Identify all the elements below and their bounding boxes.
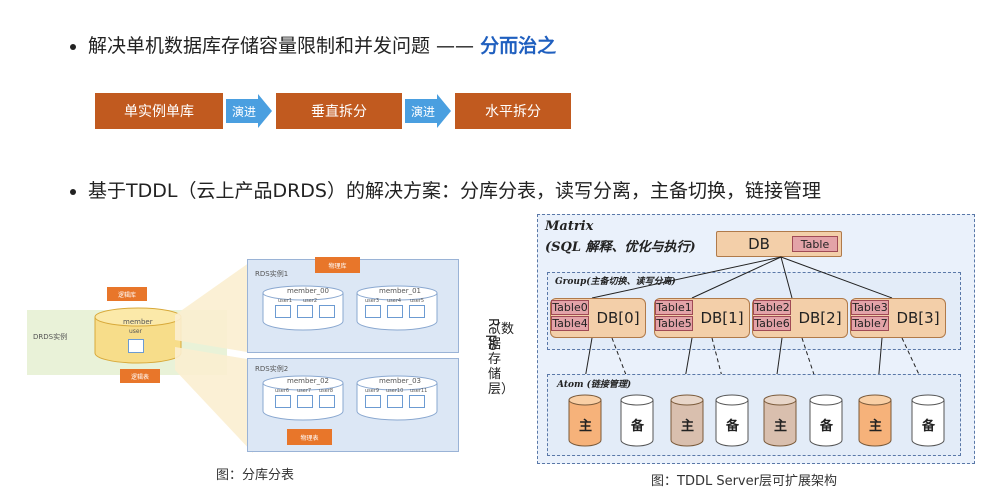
physical-table-icon	[297, 305, 313, 318]
primary-db-3	[858, 394, 892, 447]
rds-2-label: RDS实例2	[255, 365, 289, 373]
group-db-label: DB[3]	[896, 309, 940, 327]
atom-title: Atom (链接管理)	[557, 380, 632, 390]
arrow-right-icon	[405, 94, 451, 128]
sharding-figure: DRDS实例 member user 逻辑库 逻辑表 RDS实例1 物理库 me…	[25, 255, 465, 455]
backup-label: 备	[820, 419, 834, 434]
right-figure-caption: 图：TDDL Server层可扩展架构	[651, 474, 837, 489]
evolve-label: 演进	[411, 105, 436, 119]
user-label: user1	[278, 298, 293, 304]
physical-table-icon	[409, 395, 425, 408]
backup-db-2	[809, 394, 843, 447]
evolve-label: 演进	[232, 105, 257, 119]
physical-table-icon	[365, 305, 381, 318]
logic-db-tag: 逻辑库	[107, 287, 147, 301]
bullet-1-highlight: 分而治之	[480, 35, 557, 57]
user-label: user5	[410, 298, 425, 304]
group-table-tag: Table7	[851, 316, 889, 331]
member-00-label: member_00	[287, 287, 329, 295]
user-label: user2	[303, 298, 318, 304]
member-03-label: member_03	[379, 377, 421, 385]
user-label: user8	[319, 388, 334, 394]
group-db-2: DB[2]	[752, 298, 848, 338]
evolve-arrow-2: 演进	[405, 94, 451, 128]
member-02-label: member_02	[287, 377, 329, 385]
logic-db-cylinder	[94, 307, 182, 364]
primary-label: 主	[681, 419, 695, 434]
group-db-label: DB[0]	[596, 309, 640, 327]
physical-table-icon	[319, 395, 335, 408]
group-table-tag: Table3	[851, 300, 889, 315]
bullet-dot	[70, 43, 76, 50]
primary-label: 主	[579, 419, 593, 434]
physical-table-icon	[365, 395, 381, 408]
user-label: user4	[387, 298, 402, 304]
step-vertical-split: 垂直拆分	[276, 93, 402, 129]
evolve-arrow-1: 演进	[226, 94, 272, 128]
physical-table-icon	[387, 395, 403, 408]
physical-table-icon	[319, 305, 335, 318]
backup-label: 备	[631, 419, 645, 434]
matrix-title: Matrix	[545, 219, 594, 234]
atom-cylinders	[568, 394, 945, 447]
physical-table-tag: 物理表	[287, 429, 332, 445]
atom-region	[547, 374, 961, 456]
user-label: user3	[365, 298, 380, 304]
physical-table-icon	[275, 305, 291, 318]
physical-db-tag: 物理库	[315, 257, 360, 273]
backup-db-0	[620, 394, 654, 447]
backup-label: 备	[922, 419, 936, 434]
arrow-right-icon	[226, 94, 272, 128]
logic-table-tag: 逻辑表	[120, 369, 160, 383]
bullet-line-1: 解决单机数据库存储容量限制和并发问题 —— 分而治之	[70, 31, 556, 58]
group-table-tag: Table1	[655, 300, 693, 315]
user-label: user10	[386, 388, 404, 394]
left-figure-caption: 图：分库分表	[216, 468, 295, 483]
group-table-tag: Table0	[551, 300, 589, 315]
backup-db-1	[715, 394, 749, 447]
logic-db-member: member	[123, 318, 153, 326]
user-label: user11	[410, 388, 428, 394]
primary-label: 主	[869, 419, 883, 434]
primary-label: 主	[774, 419, 788, 434]
repo-subtitle: （数据存储层）	[488, 322, 515, 397]
user-label: user7	[297, 388, 312, 394]
backup-db-3	[911, 394, 945, 447]
logic-table-icon	[128, 339, 144, 353]
bullet-dot	[70, 188, 76, 195]
physical-table-icon	[409, 305, 425, 318]
rds-1-label: RDS实例1	[255, 270, 289, 278]
step-horizontal-split: 水平拆分	[455, 93, 571, 129]
group-table-tag: Table6	[753, 316, 791, 331]
group-table-tag: Table2	[753, 300, 791, 315]
bullet-2-text: 基于TDDL（云上产品DRDS）的解决方案：分库分表，读写分离，主备切换，链接管…	[88, 180, 821, 202]
drds-instance-label: DRDS实例	[33, 333, 68, 341]
physical-table-icon	[275, 395, 291, 408]
primary-db-2	[763, 394, 797, 447]
group-title: Group(主备切换、读写分离)	[555, 277, 676, 287]
group-db-label: DB[2]	[798, 309, 842, 327]
bullet-1-text: 解决单机数据库存储容量限制和并发问题 ——	[88, 35, 475, 57]
backup-label: 备	[726, 419, 740, 434]
group-db-label: DB[1]	[700, 309, 744, 327]
step-single-instance: 单实例单库	[95, 93, 223, 129]
user-label: user6	[275, 388, 290, 394]
primary-db-1	[670, 394, 704, 447]
logic-table-user: user	[129, 328, 143, 335]
matrix-db-label: DB	[748, 235, 770, 253]
user-label: user9	[365, 388, 380, 394]
primary-db-0	[568, 394, 602, 447]
physical-table-icon	[387, 305, 403, 318]
matrix-subtitle: (SQL 解释、优化与执行)	[545, 240, 696, 255]
group-table-tag: Table5	[655, 316, 693, 331]
mapping-cones	[175, 260, 253, 453]
matrix-table-tag: Table	[792, 236, 838, 252]
member-01-label: member_01	[379, 287, 421, 295]
bullet-line-2: 基于TDDL（云上产品DRDS）的解决方案：分库分表，读写分离，主备切换，链接管…	[70, 176, 821, 203]
group-table-tag: Table4	[551, 316, 589, 331]
physical-table-icon	[297, 395, 313, 408]
